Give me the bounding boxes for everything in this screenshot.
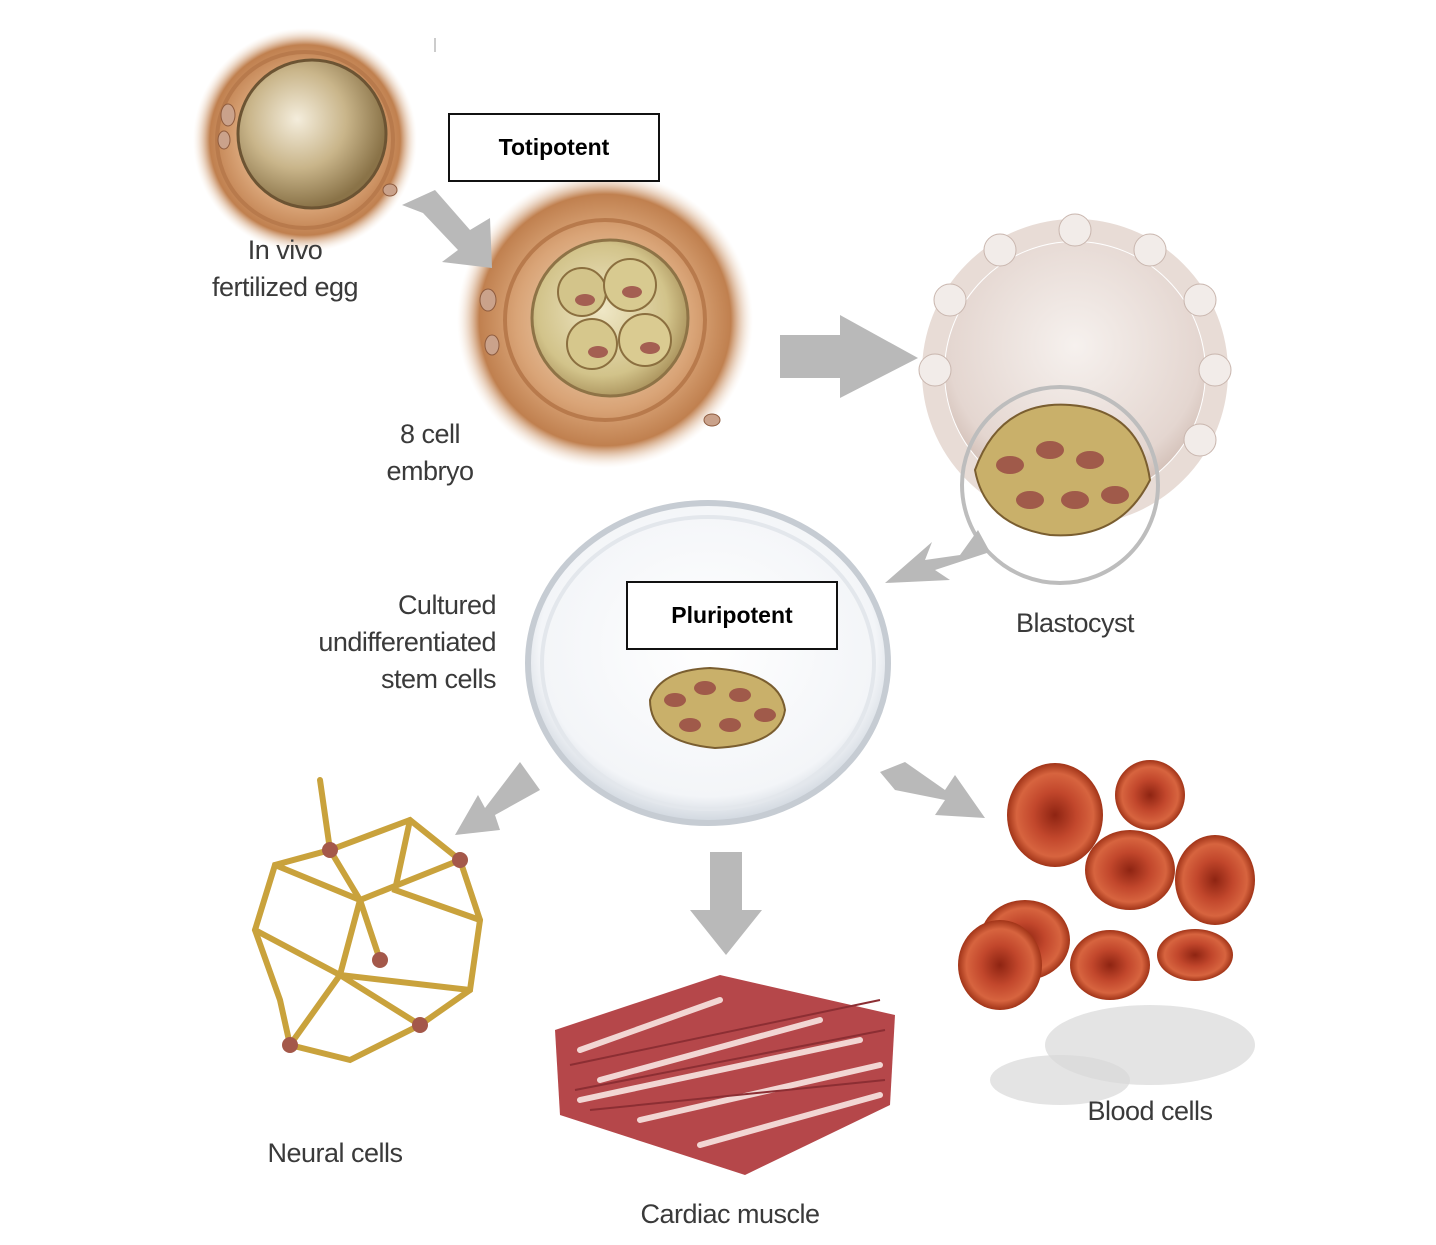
petri-dish-illustration	[525, 500, 891, 826]
blood-cells-illustration	[958, 760, 1255, 1105]
arrow-embryo-to-blastocyst	[780, 315, 918, 398]
arrow-blastocyst-to-dish	[885, 530, 990, 583]
blastocyst-illustration	[918, 213, 1232, 585]
arrows	[402, 190, 990, 955]
fertilized-egg-illustration	[193, 28, 417, 252]
label-fertilized-egg-line2: fertilized egg	[211, 272, 359, 302]
label-eight-cell-line2: embryo	[386, 456, 474, 486]
arrow-dish-to-neural	[455, 762, 540, 835]
label-cultured-line2: undifferentiated	[318, 627, 496, 657]
label-cultured-line3: stem cells	[380, 664, 497, 694]
arrow-egg-to-embryo	[402, 190, 492, 268]
label-cultured-stem-cells: Cultured undifferentiated stem cells	[270, 587, 496, 698]
label-cultured-line1: Cultured	[397, 590, 497, 620]
arrow-dish-to-blood	[880, 762, 985, 818]
label-neural-cells: Neural cells	[267, 1138, 403, 1168]
arrow-dish-to-cardiac	[690, 852, 762, 955]
label-fertilized-egg-line1: In vivo	[247, 235, 323, 265]
label-blood-cells: Blood cells	[1087, 1096, 1213, 1126]
neural-cells-illustration	[251, 777, 484, 1064]
label-fertilized-egg: In vivo fertilized egg	[190, 232, 380, 306]
eight-cell-embryo-illustration	[457, 172, 753, 468]
label-eight-cell-line1: 8 cell	[399, 419, 461, 449]
totipotent-tag: Totipotent	[448, 113, 660, 182]
label-cardiac-muscle: Cardiac muscle	[640, 1199, 820, 1229]
cardiac-muscle-illustration	[555, 975, 895, 1175]
label-blastocyst: Blastocyst	[1015, 608, 1135, 638]
label-eight-cell-embryo: 8 cell embryo	[365, 416, 495, 490]
pluripotent-tag: Pluripotent	[626, 581, 838, 650]
